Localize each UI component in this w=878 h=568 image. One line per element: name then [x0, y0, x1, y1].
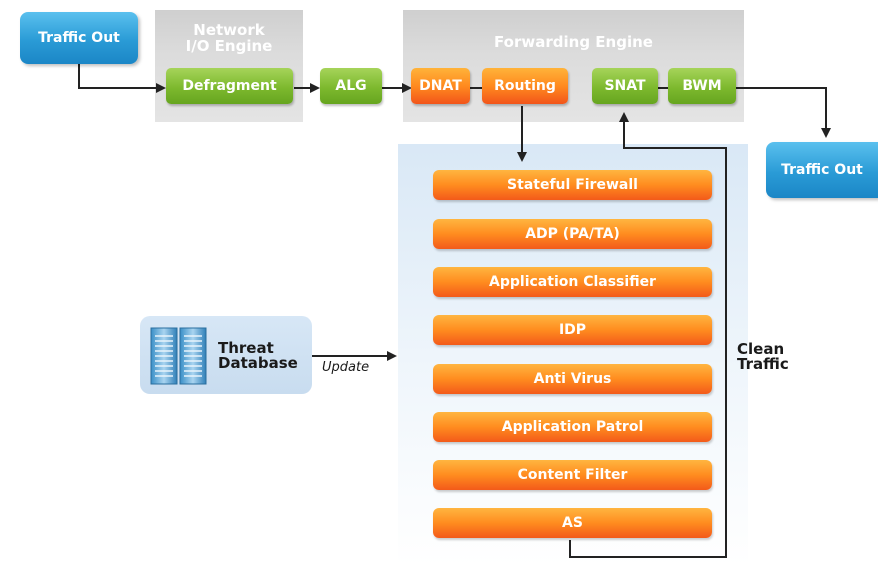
security-module-anti-virus: Anti Virus [433, 364, 712, 394]
threat-database-box: Threat Database [140, 316, 312, 394]
server-icon [150, 327, 207, 385]
snat-box: SNAT [592, 68, 658, 104]
security-module-adp: ADP (PA/TA) [433, 219, 712, 249]
threat-database-label: Threat Database [218, 339, 298, 372]
arrow-bwm-to-traffic-out [736, 87, 831, 138]
defragment-box: Defragment [166, 68, 293, 104]
security-module-content-filter: Content Filter [433, 460, 712, 490]
network-io-engine-title: Network I/O Engine [185, 21, 273, 55]
alg-box: ALG [320, 68, 382, 104]
dnat-box: DNAT [411, 68, 470, 104]
security-module-application-classifier: Application Classifier [433, 267, 712, 297]
forwarding-engine-title: Forwarding Engine [494, 33, 653, 51]
clean-traffic-label: Clean Traffic [737, 340, 789, 373]
security-modules-panel [398, 144, 748, 566]
traffic-out-button[interactable]: Traffic Out [766, 142, 878, 198]
routing-box: Routing [482, 68, 568, 104]
security-module-application-patrol: Application Patrol [433, 412, 712, 442]
bwm-box: BWM [668, 68, 736, 104]
security-module-stateful-firewall: Stateful Firewall [433, 170, 712, 200]
security-module-as: AS [433, 508, 712, 538]
arrow-traffic-in-to-defragment [78, 64, 166, 93]
update-label: Update [322, 360, 370, 375]
traffic-in-button[interactable]: Traffic Out [20, 12, 138, 64]
security-module-idp: IDP [433, 315, 712, 345]
arrow-clean-traffic-loop [569, 112, 727, 558]
